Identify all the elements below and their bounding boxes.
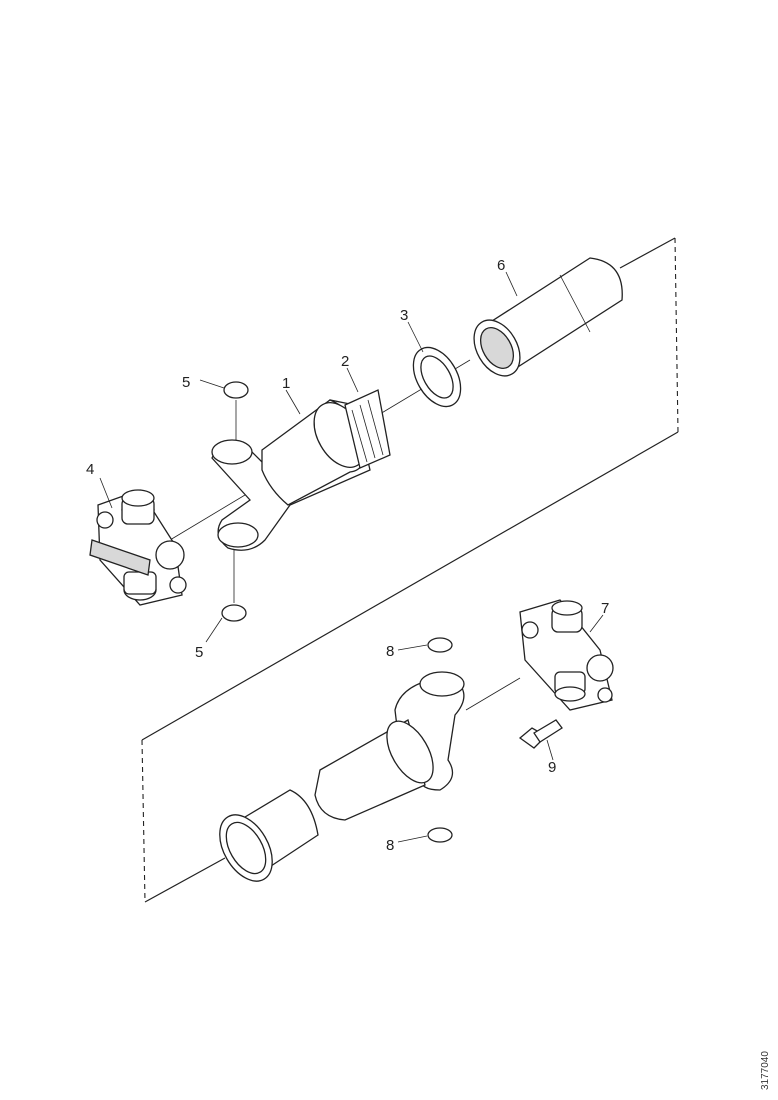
bolt: [518, 719, 563, 749]
break-outline: [141, 237, 679, 903]
universal-joint-bottom: [519, 599, 614, 711]
callout-4: 4: [86, 461, 94, 478]
callout-8-top: 8: [386, 643, 394, 660]
tube-end-bottom: [219, 789, 319, 882]
leader-lines: [99, 271, 604, 843]
snap-ring-bottom: [221, 604, 247, 622]
snap-ring-8-top: [427, 637, 453, 653]
callout-1: 1: [282, 375, 290, 392]
figure-reference-code: 3177040: [760, 1051, 771, 1090]
snap-ring-top: [223, 381, 249, 399]
callout-5-bottom: 5: [195, 644, 203, 661]
seal-ring: [412, 346, 462, 408]
callout-8-bottom: 8: [386, 837, 394, 854]
callout-7: 7: [601, 600, 609, 617]
tube-yoke-top: [211, 389, 391, 551]
slip-tube-top: [473, 257, 623, 377]
callout-2: 2: [341, 353, 349, 370]
snap-ring-8-bottom: [427, 827, 453, 843]
callout-3: 3: [400, 307, 408, 324]
universal-joint-top: [89, 489, 187, 606]
callout-6: 6: [497, 257, 505, 274]
callout-5-top: 5: [182, 374, 190, 391]
callout-9: 9: [548, 759, 556, 776]
slip-yoke-bottom: [314, 671, 465, 821]
